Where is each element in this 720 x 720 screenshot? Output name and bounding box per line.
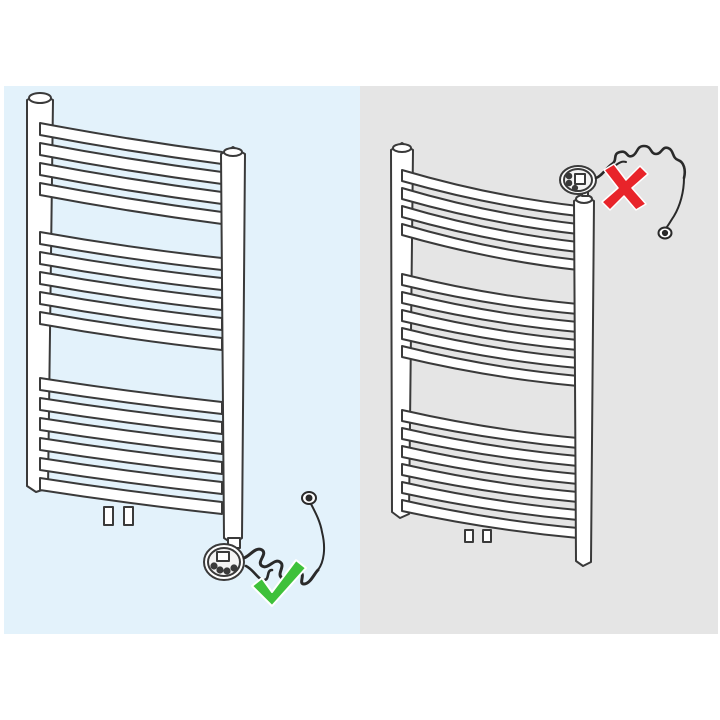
rail-cap (223, 147, 243, 157)
pipe-connector (482, 529, 492, 543)
heating-bars-upper (401, 169, 579, 271)
pipe-connector (464, 529, 474, 543)
heater-button (210, 562, 218, 570)
pipe-connector (103, 506, 114, 526)
towel-radiator-incorrect (390, 142, 595, 567)
electric-heater-bottom (203, 491, 326, 586)
right-rail (220, 146, 246, 545)
rail-cap (392, 143, 412, 153)
check-mark-icon (251, 559, 307, 607)
heater-button (230, 564, 238, 572)
coiled-power-cord (594, 144, 687, 240)
heater-button (223, 567, 231, 575)
heating-bars-lower (401, 409, 579, 539)
heater-button (565, 172, 573, 180)
pipe-connector (123, 506, 134, 526)
coiled-power-cord (242, 491, 326, 586)
electric-heater-top (559, 144, 687, 240)
right-rail (573, 194, 595, 567)
heating-bars-middle (401, 273, 579, 387)
heater-display (574, 173, 586, 185)
heating-bars-upper (39, 122, 223, 225)
heater-button (571, 184, 579, 192)
heater-display (216, 551, 230, 562)
rail-cap (28, 92, 52, 104)
cross-mark-icon (601, 163, 649, 211)
towel-radiator-correct (26, 92, 246, 545)
heating-bars-lower (39, 377, 223, 515)
heater-button (565, 179, 573, 187)
heating-bars-middle (39, 231, 223, 351)
heater-button (216, 566, 224, 574)
